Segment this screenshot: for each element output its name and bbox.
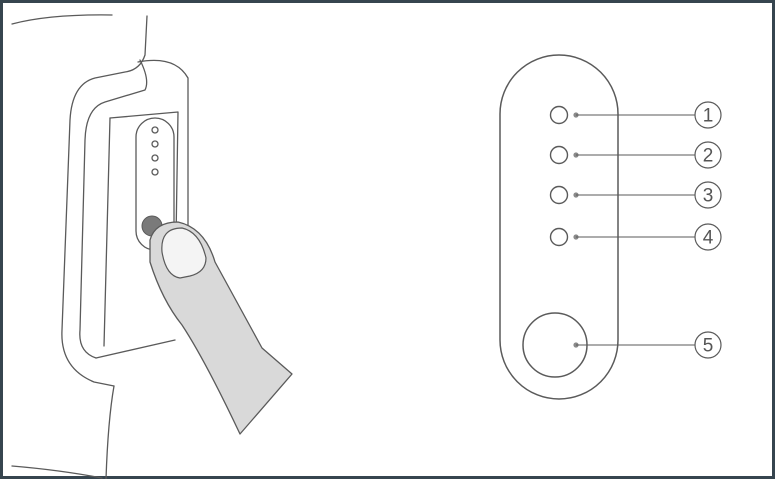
- callout-number-circle: [694, 331, 722, 359]
- finger-illustration: [149, 221, 293, 435]
- indicator-light-2: [549, 145, 569, 165]
- side-light-1: [151, 126, 159, 134]
- callout-number-4: 4: [703, 228, 714, 249]
- callout-number-circle: [694, 223, 722, 251]
- fingernail: [161, 227, 207, 279]
- device-top-edge: [11, 14, 113, 25]
- inner-panel-top: [109, 111, 179, 241]
- device-side-illustration: [11, 14, 189, 479]
- callout-3: 3: [573, 181, 722, 209]
- callout-number-circle: [694, 101, 722, 129]
- indicator-light-1: [549, 105, 569, 125]
- side-light-3: [151, 154, 159, 162]
- bracket-inner: [79, 59, 148, 359]
- callout-4: 4: [573, 223, 722, 251]
- indicator-light-4: [549, 227, 569, 247]
- callout-number-circle: [694, 181, 722, 209]
- device-outer-contour: [61, 15, 148, 387]
- device-bottom-edge: [11, 465, 103, 479]
- indicator-light-3: [549, 185, 569, 205]
- callout-2: 2: [573, 141, 722, 169]
- callout-5: 5: [573, 331, 722, 359]
- front-panel-illustration: [499, 54, 619, 400]
- callout-number-5: 5: [703, 336, 714, 357]
- callout-number-1: 1: [703, 106, 714, 127]
- side-light-2: [151, 140, 159, 148]
- inner-panel-left: [103, 117, 111, 347]
- callout-number-3: 3: [703, 186, 714, 207]
- callout-number-circle: [694, 141, 722, 169]
- callout-number-2: 2: [703, 146, 714, 167]
- callout-layer: 1 2 3 4 5: [573, 101, 722, 359]
- callout-1: 1: [573, 101, 722, 129]
- bracket-bottom: [95, 339, 176, 359]
- front-panel-outline: [499, 54, 619, 400]
- side-light-4: [151, 168, 159, 176]
- device-lower-contour: [105, 385, 115, 479]
- bracket-outer: [137, 59, 189, 241]
